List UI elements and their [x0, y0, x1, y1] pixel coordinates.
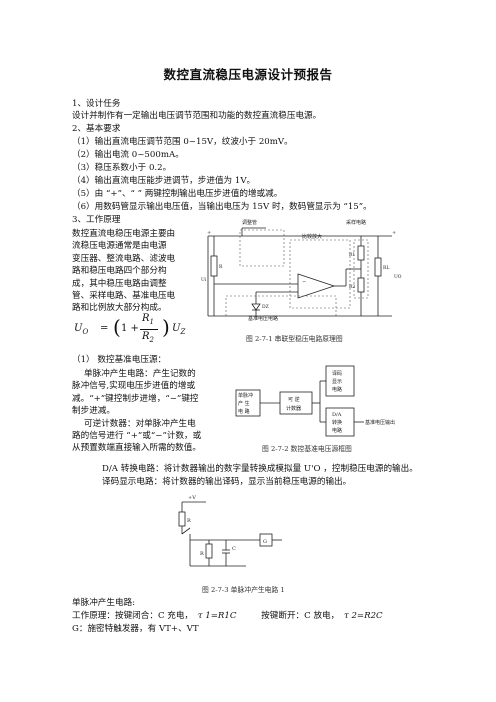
section-2-heading: 2、基本要求: [72, 124, 121, 134]
block-pulse-line-2: 产 生: [238, 400, 250, 407]
section-1-heading: 1、设计任务: [72, 99, 121, 109]
block-pulse-line-3: 电 路: [238, 408, 250, 415]
schmitt-trigger-line: G：施密特触发器，有 VT+、VT: [72, 624, 199, 634]
section-3-heading: 3、工作原理: [72, 215, 121, 225]
block-decode-line-1: 译码: [332, 370, 342, 377]
reference-source-paragraph: 单脉冲产生电路：产生记数的 脉冲信号,实现电压步进值的增或 减。“+”键控制步进…: [72, 369, 202, 454]
decode-display-description: 译码显示电路：将计数器的输出译码，显示当前稳压电源的输出。: [102, 477, 352, 487]
figure-1-caption: 图 2-7-1 串联型稳压电路原理图: [246, 335, 343, 343]
block-da-line-3: 电路: [332, 427, 342, 434]
voltage-formula: UO = ( 1 + R1 R2 ) UZ: [74, 313, 186, 344]
label-r1: R1: [349, 252, 355, 258]
label-r2: R2: [349, 284, 355, 290]
section-1-text: 设计并制作有一定输出电压调节范围和功能的数控直流稳压电源。: [72, 111, 322, 121]
block-da-line-1: D/A: [332, 412, 342, 418]
label-capacitor: C: [232, 546, 236, 552]
label-dz: DZ: [262, 304, 269, 310]
requirement-1: （1）输出直流电压调节范围 0~15V，纹波小于 20mV。: [72, 137, 293, 147]
da-converter-description: D/A 转换电路：将计数器输出的数字量转换成模拟量 U'O ，控制稳压电源的输出…: [102, 464, 418, 474]
label-rs: R: [219, 264, 223, 270]
label-uo: UO: [394, 274, 402, 280]
block-da-line-2: 转换: [332, 419, 342, 426]
requirement-4: （4）输出直流电压能步进调节，步进值为 1V。: [72, 176, 256, 186]
label-plus-right: +: [392, 230, 396, 236]
reference-block-diagram: 单脉冲 产 生 电 路 可 逆 计数器 译码 显示 电路 D/A 转换 电路 基…: [235, 365, 395, 437]
block-counter-line-1: 可 逆: [288, 396, 300, 403]
label-gate: G: [263, 539, 267, 545]
single-pulse-circuit: +V R R C G: [178, 495, 282, 567]
label-ui: Ui: [201, 277, 207, 283]
label-r-top: R: [187, 518, 191, 524]
requirement-3: （3）稳压系数小于 0.2。: [72, 163, 172, 173]
figure-2-caption: 图 2-7-2 数控基准电压源框图: [262, 445, 352, 453]
subsection-1-heading: （1） 数控基准电压源：: [72, 355, 167, 365]
label-sampling-circuit: 采样电路: [346, 219, 366, 226]
block-decode-line-3: 电路: [332, 386, 342, 393]
pulse-circuit-heading: 单脉冲产生电路:: [72, 598, 136, 608]
block-counter-line-2: 计数器: [286, 405, 301, 412]
document-title: 数控直流稳压电源设计预报告: [163, 67, 333, 82]
block-output-label: 基准电压输出: [365, 419, 395, 426]
principle-paragraph: 数控直流电稳压电源主要由 流稳压电源通常是由电源 变压器、整流电路、滤波电 路和…: [72, 229, 176, 314]
label-reference-circuit: 基准电压电路: [248, 315, 278, 322]
requirement-6: （6）用数码管显示输出电压值，当输出电压为 15V 时，数码管显示为 “15”。: [72, 202, 372, 212]
requirement-2: （2）输出电流 0~500mA。: [72, 150, 184, 160]
pulse-principle-line: 工作原理：按键闭合：C 充电， τ 1=R1C 按键断开：C 放电， τ 2=R…: [72, 611, 383, 621]
label-compare-amplifier: 比较放大: [302, 233, 322, 240]
label-plus-left: +: [207, 230, 211, 236]
series-regulator-schematic: 调整管 比较放大 采样电路 基准电压电路 R1 R2 RL R DZ UO Ui…: [201, 219, 402, 322]
label-vcc: +V: [188, 495, 196, 501]
label-minus: −: [302, 279, 306, 285]
block-pulse-line-1: 单脉冲: [238, 392, 253, 399]
block-decode-line-2: 显示: [332, 379, 342, 385]
requirement-5: （5）由 “+”、“ ” 两键控制输出电压步进值的增或减。: [72, 189, 283, 199]
figure-3-caption: 图 2-7-3 单脉冲产生电路 1: [202, 586, 285, 594]
label-r-bottom: R: [200, 551, 204, 557]
label-adjust-transistor: 调整管: [242, 219, 257, 226]
label-rl: RL: [383, 265, 389, 271]
